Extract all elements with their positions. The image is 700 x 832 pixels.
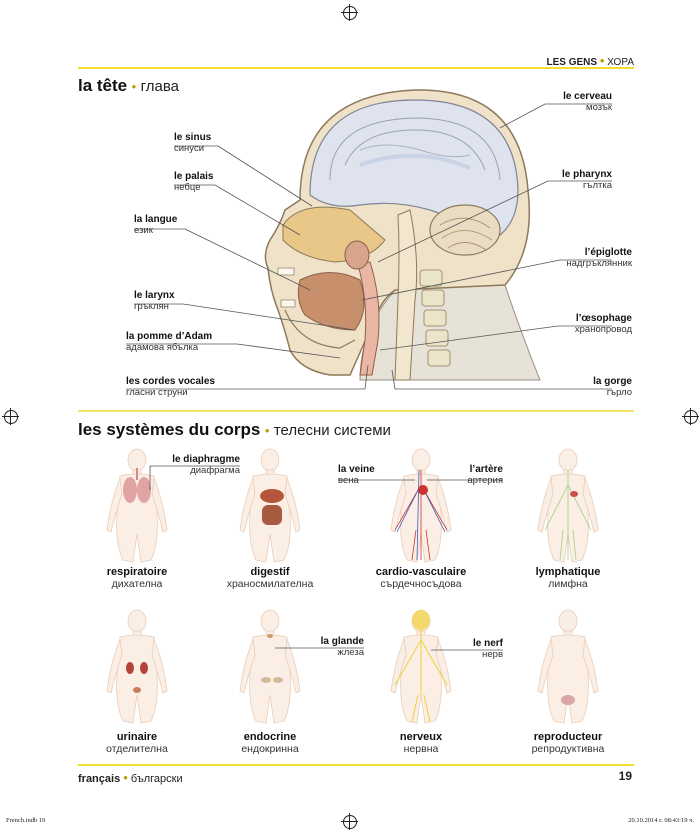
registration-mark-top [341,4,358,21]
header-section-fr: LES GENS [546,57,598,68]
systems-title-bg: телесни системи [273,422,391,439]
registration-mark-left [2,408,19,425]
footer-lang-fr: français [78,773,121,785]
header-rule [78,67,634,69]
page-number: 19 [618,769,632,783]
systems-section-title: les systèmes du corps • телесни системи [78,420,391,439]
footer-languages: français • български [78,770,183,785]
head-title-fr: la tête [78,76,128,95]
header-separator: • [599,53,605,68]
footer-rule [78,764,634,766]
slug-left: French.indb 19 [6,817,46,824]
head-title-bg: глава [140,78,179,95]
slug-right: 20.10.2014 г. 08:43:19 ч. [628,817,694,824]
registration-mark-right [682,408,699,425]
section-rule [78,410,634,412]
systems-title-fr: les systèmes du corps [78,420,261,439]
registration-mark-bottom [341,813,358,830]
head-section-title: la tête • глава [78,76,179,95]
header-section-bg: ХОРА [607,57,634,68]
footer-lang-bg: български [130,773,183,785]
running-header: LES GENS • ХОРА [547,53,635,68]
